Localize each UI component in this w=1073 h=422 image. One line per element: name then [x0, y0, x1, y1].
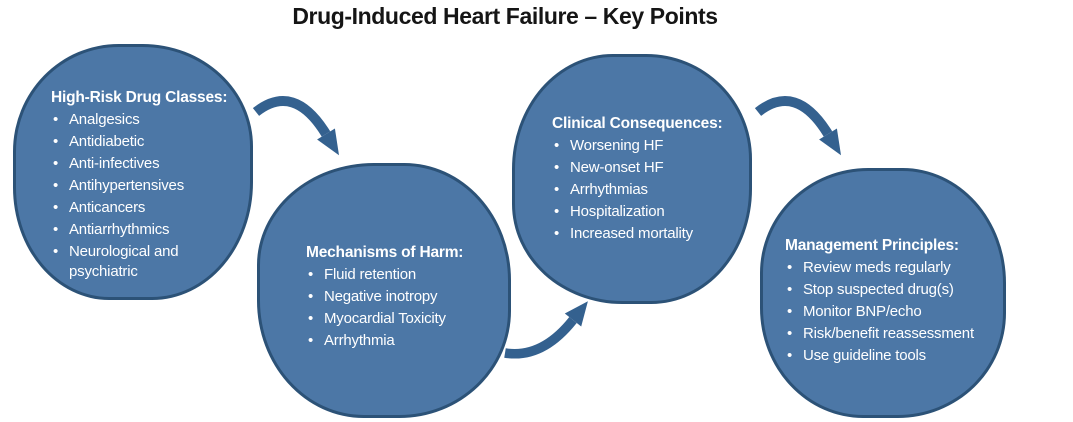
- bullet-dot-icon: •: [307, 288, 314, 305]
- list-item: •Fluid retention: [307, 266, 417, 283]
- bullet-dot-icon: •: [786, 347, 793, 364]
- list-item: •New-onset HF: [553, 159, 664, 176]
- bullet-dot-icon: •: [52, 111, 59, 128]
- list-item: •Analgesics: [52, 111, 140, 128]
- bullet-dot-icon: •: [52, 199, 59, 216]
- list-item: •Antidiabetic: [52, 133, 145, 150]
- node-heading: Clinical Consequences:: [552, 115, 723, 132]
- bullet-dot-icon: •: [786, 259, 793, 276]
- bullet-dot-icon: •: [52, 221, 59, 238]
- list-item: •Negative inotropy: [307, 288, 438, 305]
- list-item: •Myocardial Toxicity: [307, 310, 446, 327]
- bullet-dot-icon: •: [786, 281, 793, 298]
- list-item: •Neurological and psychiatric: [52, 243, 179, 280]
- list-item: •Arrhythmias: [553, 181, 648, 198]
- list-item: •Review meds regularly: [786, 259, 951, 276]
- flow-arrow-2-icon: [504, 301, 588, 359]
- list-item: •Worsening HF: [553, 137, 664, 154]
- bullet-dot-icon: •: [307, 310, 314, 327]
- list-item: •Antihypertensives: [52, 177, 184, 194]
- bullet-dot-icon: •: [307, 332, 314, 349]
- bullet-dot-icon: •: [307, 266, 314, 283]
- list-item: •Anti-infectives: [52, 155, 160, 172]
- list-item: •Use guideline tools: [786, 347, 926, 364]
- list-item: •Arrhythmia: [307, 332, 395, 349]
- bullet-dot-icon: •: [786, 325, 793, 342]
- list-item: •Risk/benefit reassessment: [786, 325, 974, 342]
- node-bullet-list: •Analgesics •Antidiabetic •Anti-infectiv…: [51, 110, 236, 282]
- list-item: •Hospitalization: [553, 203, 665, 220]
- node-bullet-list: •Worsening HF •New-onset HF •Arrhythmias…: [552, 136, 737, 244]
- node-heading: Mechanisms of Harm:: [306, 244, 464, 261]
- node-heading: Management Principles:: [785, 237, 959, 254]
- list-item: •Monitor BNP/echo: [786, 303, 922, 320]
- diagram-title: Drug-Induced Heart Failure – Key Points: [292, 3, 718, 29]
- bullet-dot-icon: •: [553, 225, 560, 242]
- flow-arrow-3-icon: [754, 96, 841, 156]
- bullet-dot-icon: •: [553, 137, 560, 154]
- node-bullet-list: •Fluid retention •Negative inotropy •Myo…: [306, 265, 494, 351]
- node-bullet-list: •Review meds regularly •Stop suspected d…: [785, 258, 993, 366]
- bullet-dot-icon: •: [52, 155, 59, 172]
- list-item: •Stop suspected drug(s): [786, 281, 954, 298]
- bullet-dot-icon: •: [52, 133, 59, 150]
- node-high-risk-drug-classes: High-Risk Drug Classes: •Analgesics •Ant…: [13, 44, 253, 300]
- list-item: •Increased mortality: [553, 225, 693, 242]
- node-clinical-consequences: Clinical Consequences: •Worsening HF •Ne…: [512, 54, 752, 304]
- node-heading: High-Risk Drug Classes:: [51, 89, 228, 106]
- bullet-dot-icon: •: [553, 203, 560, 220]
- flow-arrow-1-icon: [252, 96, 339, 156]
- list-item: •Anticancers: [52, 199, 146, 216]
- node-management-principles: Management Principles: •Review meds regu…: [760, 168, 1006, 418]
- node-mechanisms-of-harm: Mechanisms of Harm: •Fluid retention •Ne…: [257, 163, 511, 418]
- list-item: •Antiarrhythmics: [52, 221, 170, 238]
- bullet-dot-icon: •: [52, 177, 59, 194]
- bullet-dot-icon: •: [786, 303, 793, 320]
- bullet-dot-icon: •: [52, 243, 59, 260]
- bullet-dot-icon: •: [553, 181, 560, 198]
- bullet-dot-icon: •: [553, 159, 560, 176]
